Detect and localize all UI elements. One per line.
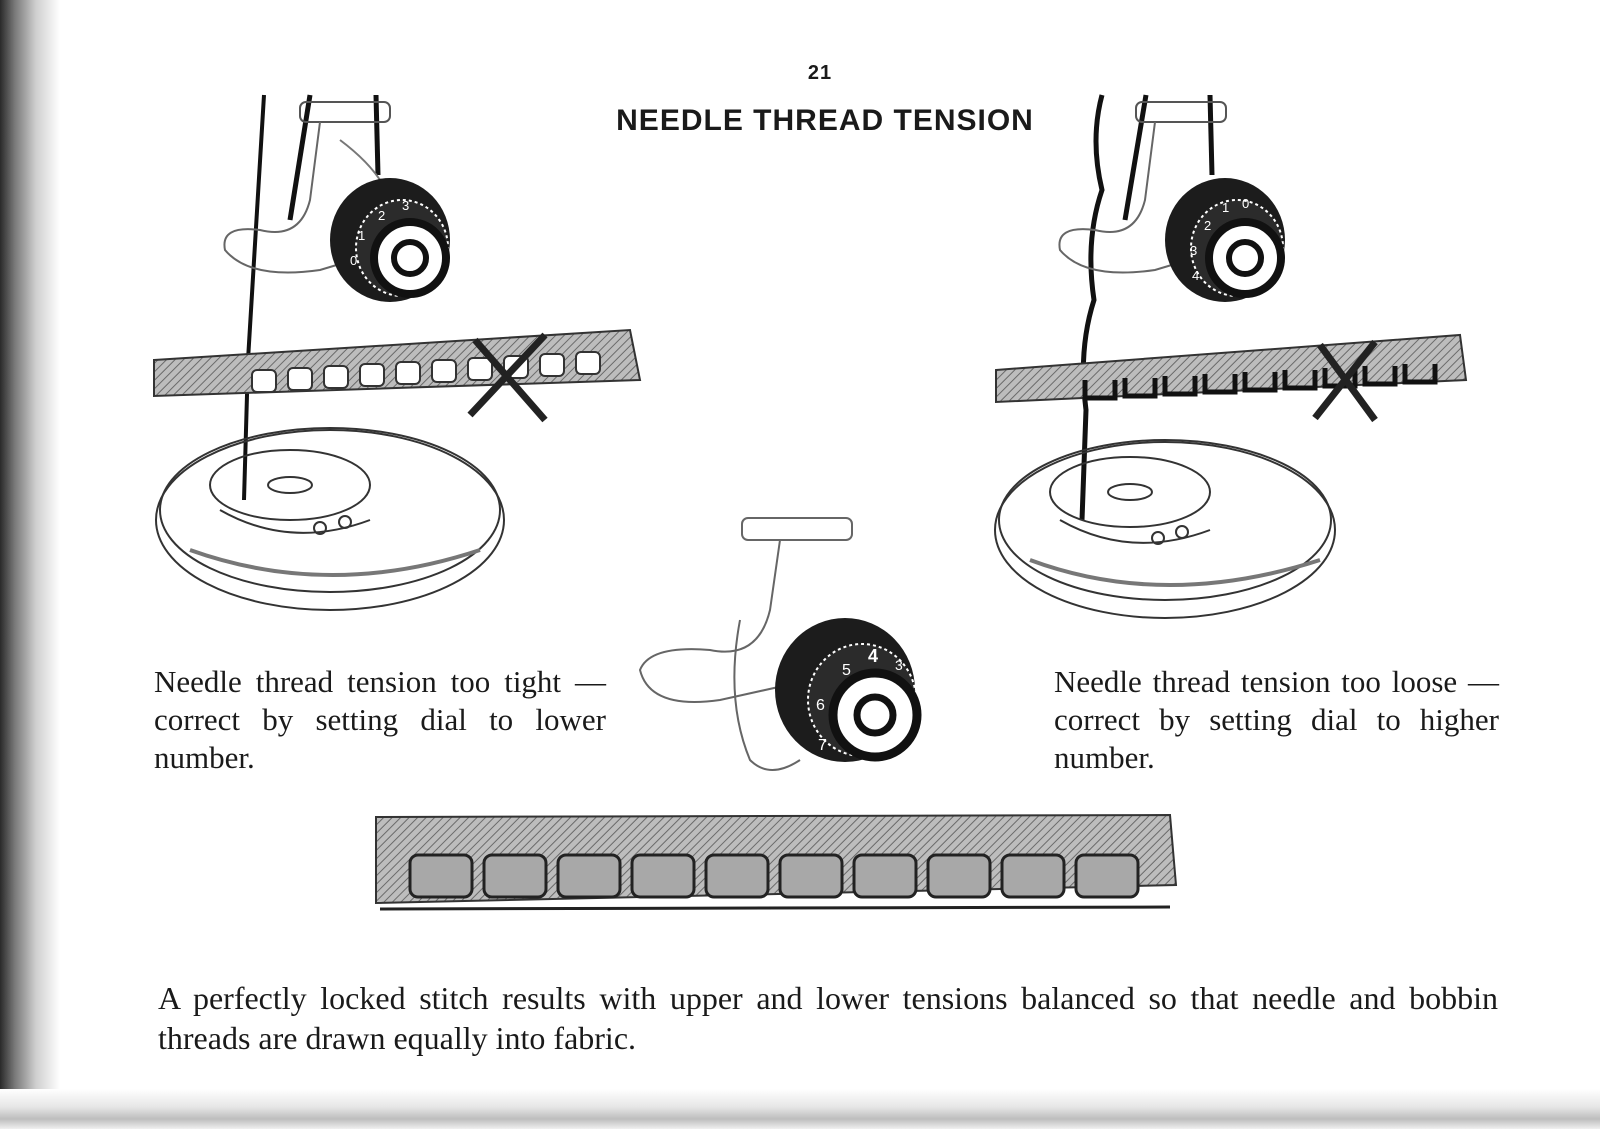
dial-number: 4 bbox=[868, 646, 878, 666]
dial-number: 3 bbox=[1190, 243, 1197, 258]
dial-number: 7 bbox=[818, 737, 827, 754]
dial-number: 0 bbox=[1242, 196, 1249, 211]
wrong-x-mark bbox=[1312, 339, 1378, 423]
needle-thread bbox=[1079, 94, 1215, 521]
dial-number: 5 bbox=[842, 662, 851, 679]
dial-number: 4 bbox=[1192, 268, 1199, 283]
dial-number: 2 bbox=[1204, 218, 1211, 233]
tension-correct-dial-illustration: 4 5 6 7 3 bbox=[638, 517, 922, 771]
dial-number: 3 bbox=[895, 657, 903, 673]
balanced-stitch-fabric bbox=[375, 813, 1178, 911]
tension-too-loose-illustration: 1 0 2 3 4 bbox=[994, 94, 1468, 619]
caption-balanced-stitch: A perfectly locked stitch results with u… bbox=[158, 980, 1498, 1056]
page-bottom-edge bbox=[0, 1089, 1600, 1129]
fabric-strip bbox=[153, 328, 642, 398]
fabric-strip bbox=[995, 333, 1468, 404]
page-title: NEEDLE THREAD TENSION bbox=[616, 104, 1034, 137]
dial-number: 2 bbox=[378, 208, 385, 223]
wrong-x-mark bbox=[467, 332, 548, 423]
tension-dial: 4 5 6 7 3 bbox=[775, 618, 922, 762]
tension-dial: 1 0 2 3 4 bbox=[1165, 178, 1285, 302]
caption-tension-too-tight: Needle thread tension too tight — correc… bbox=[154, 664, 606, 775]
dial-number: 1 bbox=[358, 228, 365, 243]
tension-assembly bbox=[638, 517, 853, 771]
dial-number: 0 bbox=[350, 253, 357, 268]
bobbin-case bbox=[994, 439, 1336, 619]
page-gutter-shadow bbox=[0, 0, 60, 1129]
tension-too-tight-illustration: 0 1 2 3 bbox=[153, 94, 642, 611]
dial-number: 3 bbox=[402, 198, 409, 213]
dial-number: 6 bbox=[816, 697, 825, 714]
page-number: 21 bbox=[807, 62, 833, 84]
tension-dial: 0 1 2 3 bbox=[330, 178, 450, 302]
bobbin-case bbox=[155, 427, 505, 611]
caption-tension-too-loose: Needle thread tension too loose — correc… bbox=[1054, 664, 1499, 775]
tension-assembly bbox=[1058, 101, 1227, 274]
dial-number: 1 bbox=[1222, 200, 1229, 215]
